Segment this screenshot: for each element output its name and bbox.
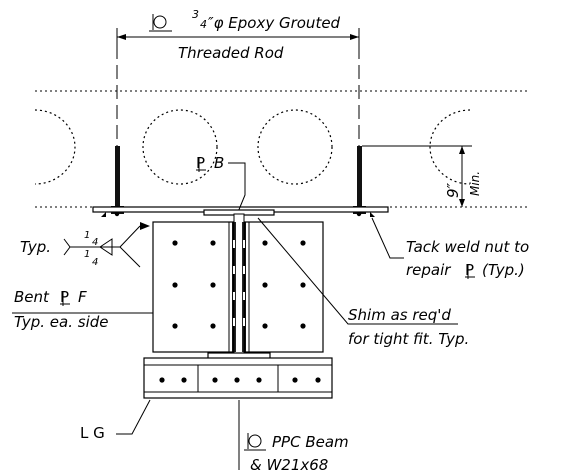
rod-size-numerator: 3	[192, 8, 199, 21]
embedment-dimension-min: Min.	[468, 171, 482, 196]
weld-typ-label: Typ.	[20, 238, 51, 256]
beam-note-line1: PPC Beam	[272, 433, 349, 451]
angle-g-bolts[interactable]	[159, 377, 321, 383]
threaded-rod-right	[353, 146, 366, 214]
rod-size-denominator: 4	[200, 18, 207, 31]
shim-note-line1: Shim as req'd	[348, 306, 451, 324]
shim-leader	[257, 217, 458, 325]
rod-spacing-dimension	[116, 28, 360, 45]
threaded-rod-left	[111, 146, 124, 214]
rod-note-line1: ″φ Epoxy Grouted	[208, 14, 341, 32]
bent-plate-f-right	[244, 221, 324, 353]
fillet-weld-symbol	[63, 222, 150, 268]
weld-size-bot-num: 1	[84, 249, 90, 260]
tack-weld-note-line1: Tack weld nut to	[406, 238, 529, 256]
plate-b-label: B	[214, 154, 224, 172]
bent-plate-f-left	[152, 221, 234, 353]
angle-g-label: L G	[80, 424, 105, 442]
tack-weld-note-line2b: (Typ.)	[482, 261, 525, 279]
centerline-symbol	[149, 14, 172, 32]
shim-note-line2: for tight fit. Typ.	[348, 330, 469, 348]
tack-weld-marks	[101, 212, 375, 217]
tack-weld-note-line2a: repair	[406, 261, 451, 279]
angle-g-leader	[116, 399, 151, 435]
shim-strip	[232, 222, 246, 352]
rod-centerlines	[116, 45, 360, 205]
plate-symbol: P	[196, 154, 206, 172]
weld-size-top-num: 1	[84, 230, 90, 241]
beam-note-line2: & W21x68	[250, 456, 328, 474]
plate-b-leader	[228, 162, 246, 213]
centerline-symbol	[244, 433, 266, 451]
plate-symbol: P	[60, 288, 70, 306]
svg-text:P: P	[196, 154, 205, 172]
bent-plate-note-line1b: F	[78, 288, 87, 306]
bent-plate-note-line2: Typ. ea. side	[14, 313, 108, 331]
bent-plate-note-line1a: Bent	[14, 288, 50, 306]
tack-weld-leader	[371, 217, 404, 259]
svg-text:P: P	[60, 288, 69, 306]
embedment-dimension	[362, 145, 472, 207]
bent-plate-bolts[interactable]	[172, 240, 306, 329]
precast-slab	[34, 90, 530, 208]
rod-note-line2: Threaded Rod	[178, 44, 284, 62]
svg-text:P: P	[465, 261, 474, 279]
plate-symbol: P	[465, 261, 475, 279]
embedment-dimension-value: 9″	[444, 182, 462, 198]
weld-size-top-den: 4	[92, 237, 98, 248]
weld-size-bot-den: 4	[92, 257, 98, 268]
